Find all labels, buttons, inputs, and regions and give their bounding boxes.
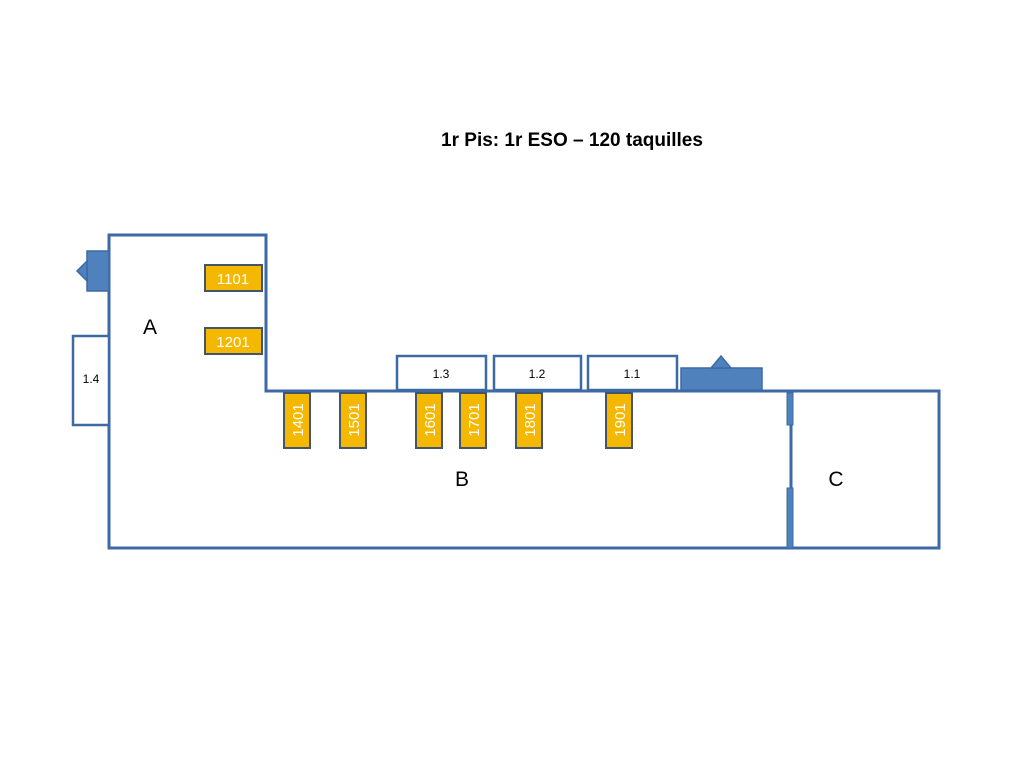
locker-1501 [339,392,367,449]
locker-1701-label: 1701 [466,403,483,436]
exit-arrow-up-icon [680,354,763,391]
locker-1201-label: 1201 [216,334,249,351]
page-title: 1r Pis: 1r ESO – 120 taquilles [441,130,703,151]
zone-c-label: C [828,468,843,491]
locker-1201 [204,327,263,355]
locker-1401-label: 1401 [290,403,307,436]
locker-1801 [515,392,543,449]
locker-1901 [605,392,633,449]
room-1-3-label: 1.3 [433,367,450,381]
locker-1801-label: 1801 [522,403,539,436]
room-1-3 [395,354,488,392]
room-1-1 [586,354,679,392]
locker-1101-label: 1101 [217,271,249,288]
zone-b-label: B [455,468,469,491]
zone-a-label: A [143,316,157,339]
room-1-4 [71,334,111,427]
locker-1601-label: 1601 [422,403,439,436]
room-1-1-label: 1.1 [624,367,641,381]
locker-1601 [415,392,443,449]
zone-c-outline [791,389,941,550]
room-1-2 [492,354,583,392]
partition-wall-upper [786,392,794,426]
locker-1501-label: 1501 [346,403,363,436]
locker-1701 [459,392,487,449]
room-1-2-label: 1.2 [529,367,546,381]
exit-arrow-left-icon [75,250,110,292]
locker-1101 [204,264,263,292]
room-1-4-label: 1.4 [83,372,100,386]
locker-1901-label: 1901 [612,403,629,436]
locker-1401 [283,392,311,449]
partition-wall-lower [786,487,794,549]
